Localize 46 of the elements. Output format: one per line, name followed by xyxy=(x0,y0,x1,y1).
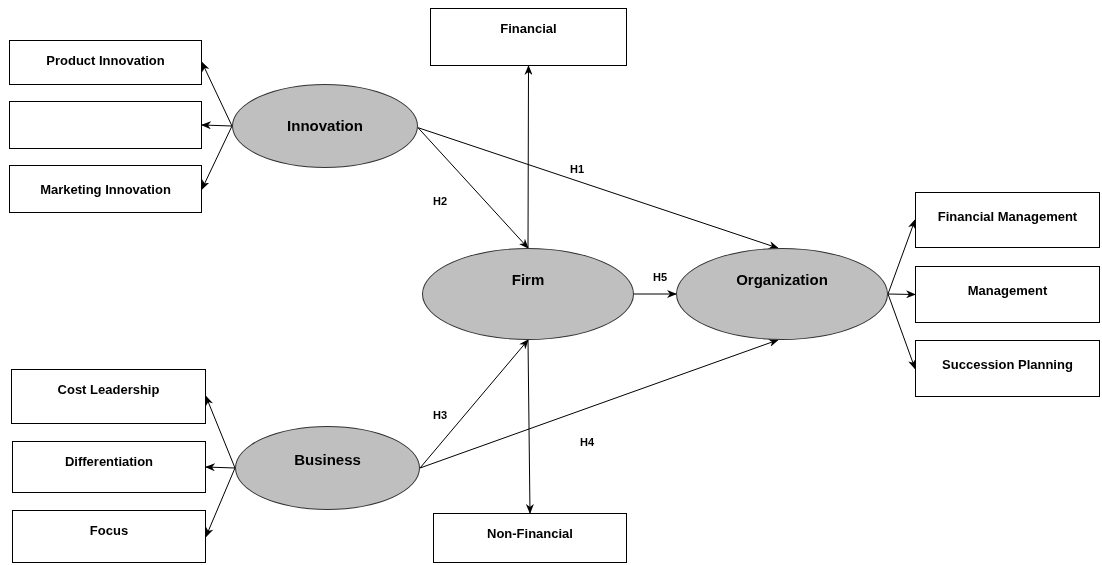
node-label: Marketing Innovation xyxy=(40,181,171,199)
node-label: Financial xyxy=(500,20,557,38)
indicator-box xyxy=(915,340,1100,397)
arrow xyxy=(887,290,916,299)
arrow xyxy=(201,61,233,127)
arrow xyxy=(205,467,236,538)
node-label: Succession Planning xyxy=(942,356,1073,374)
node-label: Business xyxy=(294,450,361,470)
node-label: Management xyxy=(967,282,1048,300)
arrow xyxy=(887,293,916,370)
arrow xyxy=(201,125,233,190)
arrow xyxy=(419,339,779,469)
arrow xyxy=(887,219,916,295)
node-label: Organization xyxy=(736,270,828,290)
indicator-box xyxy=(12,441,206,493)
edge-label: H4 xyxy=(579,437,596,448)
indicator-box xyxy=(9,101,202,149)
node-label: Financial Management xyxy=(937,208,1078,226)
arrow xyxy=(205,395,236,469)
node-label: Non-Financial xyxy=(487,525,573,543)
arrow xyxy=(205,463,236,472)
arrow xyxy=(417,127,779,249)
arrow xyxy=(201,121,233,130)
indicator-box xyxy=(12,510,206,563)
arrow xyxy=(525,339,534,514)
indicator-box xyxy=(433,513,627,563)
indicator-box xyxy=(9,40,202,85)
node-label: Firm xyxy=(511,270,545,290)
indicator-box xyxy=(9,165,202,213)
indicator-box xyxy=(915,192,1100,248)
indicator-box xyxy=(11,369,206,424)
indicator-box xyxy=(915,266,1100,323)
node-label: Innovation xyxy=(287,115,363,136)
edge-label: H3 xyxy=(432,410,449,421)
node-label: Focus xyxy=(89,522,129,540)
edge-label: H5 xyxy=(652,272,669,283)
arrow xyxy=(417,127,529,249)
edge-label: H2 xyxy=(432,196,449,207)
edge-label: H1 xyxy=(569,164,586,175)
arrow xyxy=(524,65,533,249)
node-label: Cost Leadership xyxy=(57,381,160,399)
arrow xyxy=(419,339,529,469)
arrow xyxy=(633,290,677,298)
node-label: Product Innovation xyxy=(46,52,165,70)
indicator-box xyxy=(430,8,627,66)
node-label: Differentiation xyxy=(64,453,154,471)
